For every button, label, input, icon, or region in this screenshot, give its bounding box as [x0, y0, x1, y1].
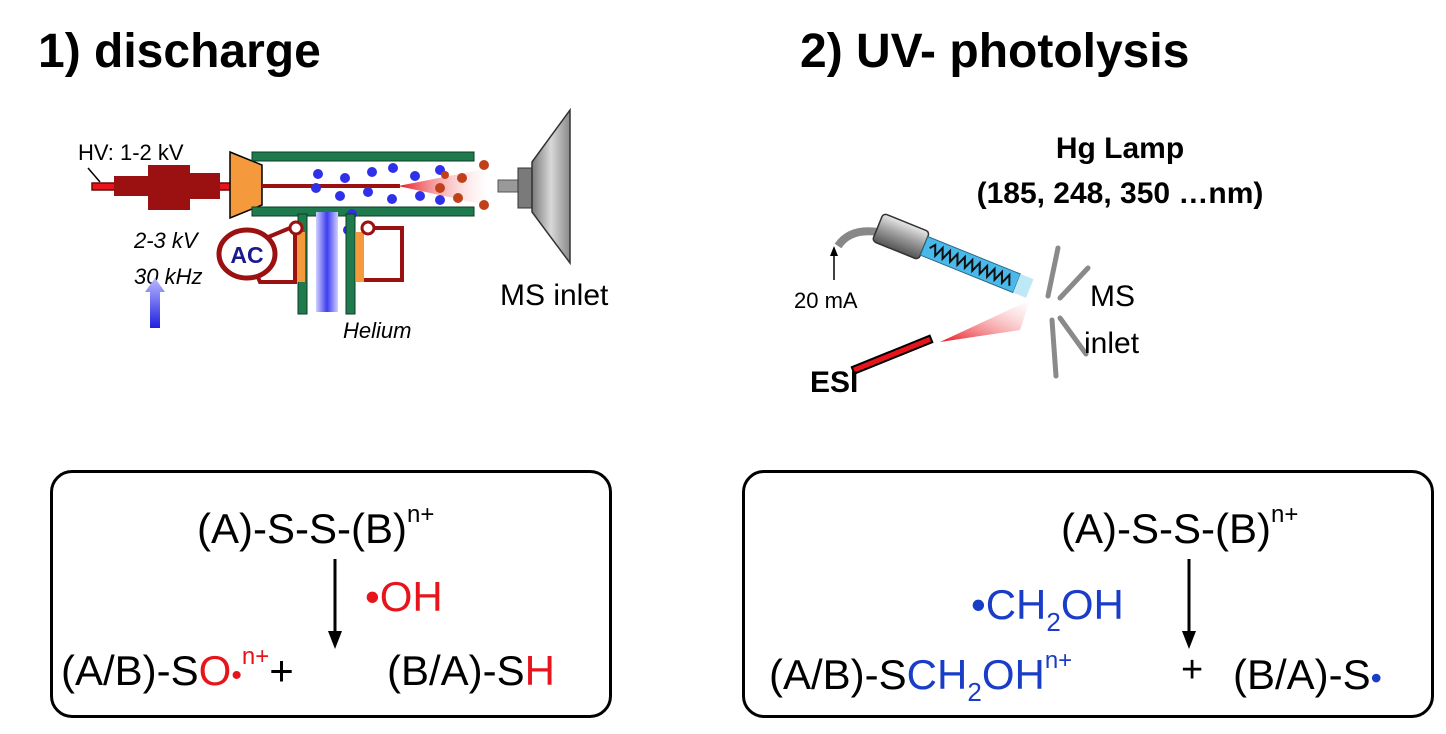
- hydroxymethyl-radical: •CH2OH: [971, 581, 1124, 637]
- left-reaction-box: (A)-S-S-(B)n+ •OH (A/B)-SO•n++ (B/A)-SH: [50, 470, 612, 718]
- lamp-wavelengths: (185, 248, 350 …nm): [977, 177, 1264, 210]
- ac-wire-right: [364, 226, 404, 282]
- ms-capillary: [497, 179, 521, 193]
- helium-label: Helium: [343, 318, 411, 343]
- discharge-title: 1) discharge: [38, 25, 321, 78]
- right-product-2: (B/A)-S•: [1233, 651, 1382, 698]
- right-product-1: (A/B)-SCH2OHn+: [769, 647, 1073, 707]
- esi-label: ESI: [810, 366, 858, 399]
- ac-source: [216, 227, 278, 281]
- ms-inlet-label: MS inlet: [500, 279, 609, 312]
- uv-schematic: Hg Lamp (185, 248, 350 …nm) 20 mA ESI MS…: [794, 132, 1264, 399]
- ac-frequency: 30 kHz: [134, 264, 202, 289]
- holder-block-3: [188, 173, 220, 199]
- left-products: (A/B)-SO•n++: [61, 643, 294, 694]
- esi-needle: [850, 334, 934, 375]
- lamp-cable: [834, 227, 879, 249]
- inlet-label: inlet: [1084, 327, 1140, 360]
- current-label: 20 mA: [794, 288, 858, 313]
- uv-photolysis-title: 2) UV- photolysis: [800, 25, 1190, 78]
- discharge-schematic: HV: 1-2 kV AC 2-3 kV 30 kHz: [78, 107, 609, 343]
- holder-block-1: [114, 176, 154, 196]
- green-plate-bottom: [251, 206, 475, 217]
- right-reaction-arrow: [1182, 559, 1196, 649]
- right-reaction-box: (A)-S-S-(B)n+ •CH2OH (A/B)-SCH2OHn+ + (B…: [742, 470, 1434, 718]
- ac-label: AC: [230, 242, 263, 268]
- ms-inlet-plates: [1045, 245, 1091, 379]
- green-plate-top: [251, 151, 475, 162]
- hv-label: HV: 1-2 kV: [78, 140, 184, 165]
- hg-lamp: [872, 213, 1034, 298]
- left-reaction-arrow: [328, 559, 342, 649]
- right-reactant: (A)-S-S-(B)n+: [1061, 501, 1299, 552]
- left-reactant: (A)-S-S-(B)n+: [197, 501, 435, 552]
- droplets: [435, 160, 489, 210]
- lamp-filament: [929, 243, 1011, 286]
- orange-bar-left: [297, 232, 305, 282]
- ms-cone: [531, 107, 571, 266]
- orange-bar-right: [356, 232, 364, 282]
- helium-tube: [316, 212, 338, 312]
- right-plus: +: [1181, 649, 1204, 691]
- esi-spray: [940, 300, 1030, 342]
- holder-block-2: [148, 165, 190, 210]
- lamp-title: Hg Lamp: [1056, 132, 1184, 165]
- ac-voltage: 2-3 kV: [133, 228, 200, 253]
- helium-plate-right: [345, 213, 356, 315]
- hydroxyl-radical: •OH: [365, 573, 443, 620]
- orange-fitting: [229, 150, 263, 220]
- left-product-2: (B/A)-SH: [387, 647, 556, 694]
- hv-pointer: [87, 167, 101, 183]
- helium-flow-arrow: [145, 278, 165, 328]
- ms-label: MS: [1090, 280, 1135, 313]
